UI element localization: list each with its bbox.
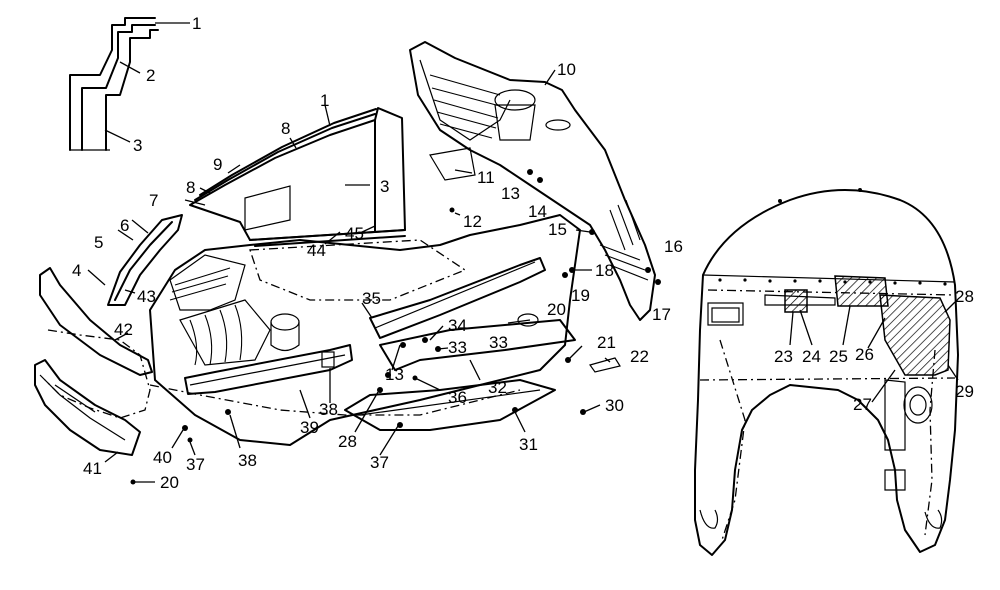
callout-24: 24	[802, 347, 821, 366]
nose-pieces	[39, 214, 183, 376]
callout-18: 18	[595, 261, 614, 280]
callout-3a: 3	[133, 136, 142, 155]
callout-39: 39	[300, 418, 319, 437]
callout-6: 6	[120, 216, 129, 235]
callout-14: 14	[528, 202, 547, 221]
windshield-panel	[184, 104, 406, 247]
callout-21: 21	[597, 333, 616, 352]
callout-10: 10	[557, 60, 576, 79]
callout-28b: 28	[955, 287, 974, 306]
callout-34: 34	[448, 316, 467, 335]
callout-45: 45	[345, 224, 364, 243]
callout-35: 35	[362, 289, 381, 308]
callout-31: 31	[519, 435, 538, 454]
callout-20b: 20	[160, 473, 179, 492]
callout-1b: 1	[320, 91, 329, 110]
callout-3b: 3	[380, 177, 389, 196]
callout-1a: 1	[192, 14, 201, 33]
callout-labels: 1 2 3 1 8 9 8 7 3 44 45 10 11 13 14 12 1…	[72, 14, 974, 492]
callout-8b: 8	[186, 178, 195, 197]
seal-detail-inset	[69, 17, 190, 151]
callout-26: 26	[855, 345, 874, 364]
callout-29: 29	[955, 382, 974, 401]
callout-22: 22	[630, 347, 649, 366]
callout-17: 17	[652, 305, 671, 324]
callout-16: 16	[664, 237, 683, 256]
callout-27: 27	[853, 395, 872, 414]
callout-32: 32	[488, 378, 507, 397]
callout-20a: 20	[547, 300, 566, 319]
callout-2: 2	[146, 66, 155, 85]
callout-44: 44	[307, 241, 326, 260]
callout-28a: 28	[338, 432, 357, 451]
callout-38a: 38	[319, 400, 338, 419]
callout-40: 40	[153, 448, 172, 467]
callout-43: 43	[137, 287, 156, 306]
callout-9: 9	[213, 155, 222, 174]
callout-25: 25	[829, 347, 848, 366]
hood-rear-view	[694, 188, 959, 556]
callout-33a: 33	[448, 338, 467, 357]
callout-33b: 33	[489, 333, 508, 352]
callout-37b: 37	[186, 455, 205, 474]
side-panel	[409, 41, 661, 321]
callout-23: 23	[774, 347, 793, 366]
callout-5: 5	[94, 233, 103, 252]
callout-38b: 38	[238, 451, 257, 470]
callout-13b: 13	[385, 365, 404, 384]
callout-42: 42	[114, 320, 133, 339]
callout-19: 19	[571, 286, 590, 305]
callout-8a: 8	[281, 119, 290, 138]
callout-13a: 13	[501, 184, 520, 203]
callout-11: 11	[477, 168, 495, 187]
callout-15: 15	[548, 220, 567, 239]
hood-body	[34, 214, 621, 485]
callout-12: 12	[463, 212, 482, 231]
callout-41: 41	[83, 459, 102, 478]
callout-37a: 37	[370, 453, 389, 472]
callout-4: 4	[72, 261, 81, 280]
callout-7: 7	[149, 191, 158, 210]
callout-30: 30	[605, 396, 624, 415]
callout-36: 36	[448, 388, 467, 407]
